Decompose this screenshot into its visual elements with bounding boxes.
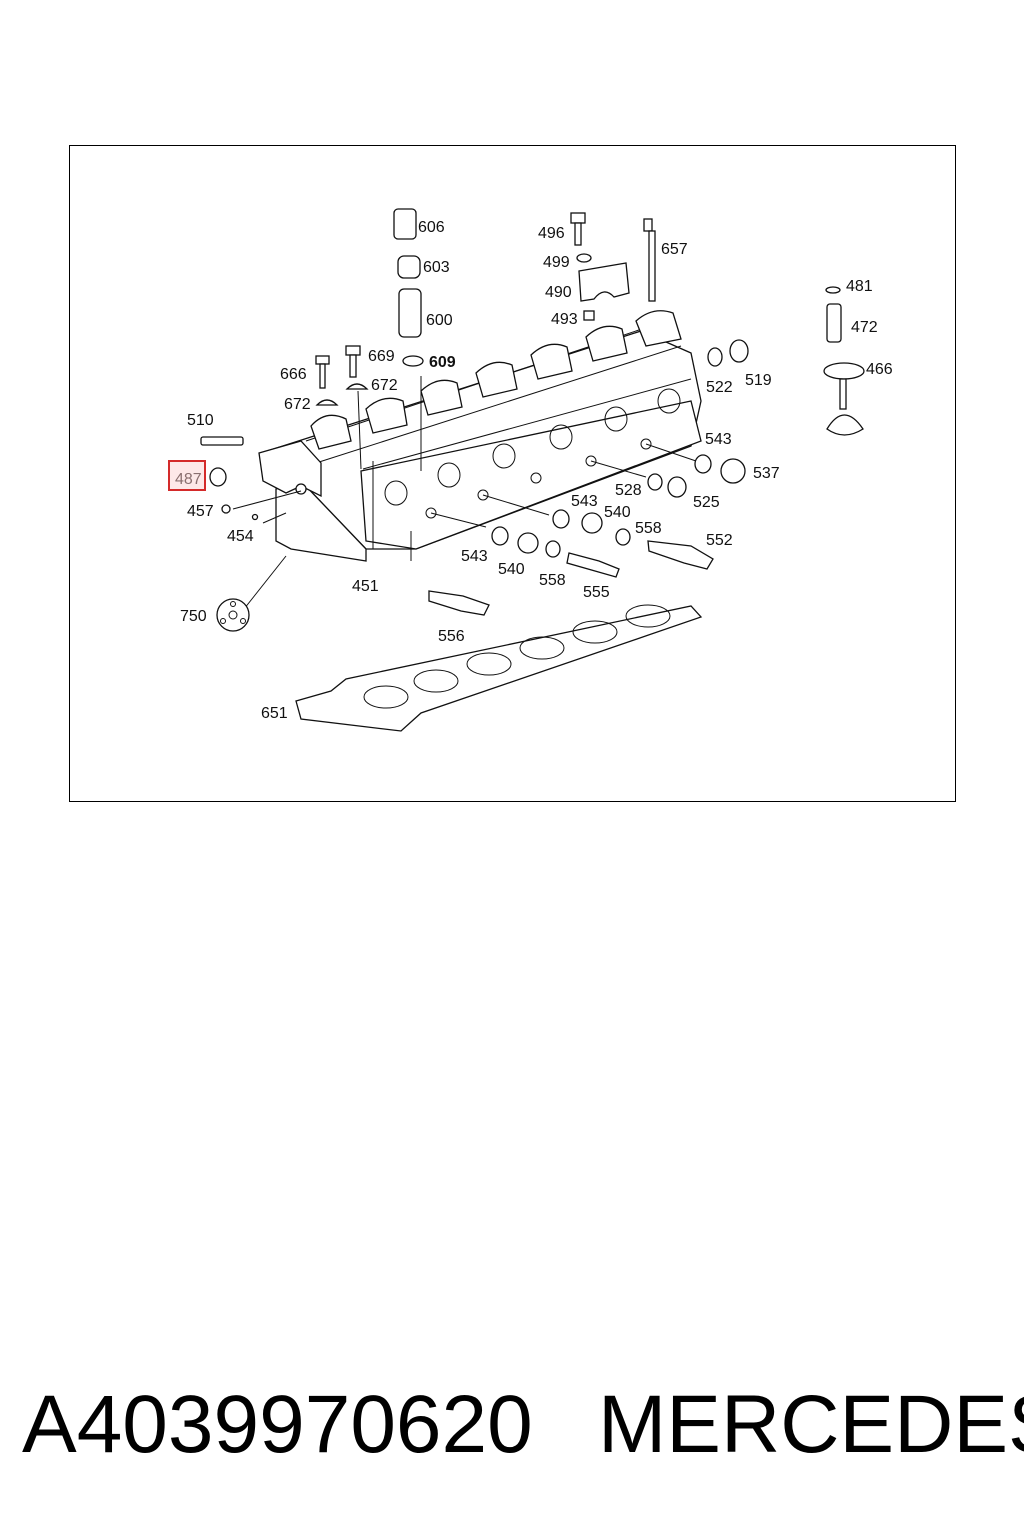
long-bolt-657: [643, 218, 656, 302]
label-540-b: 540: [498, 561, 525, 578]
label-522: 522: [706, 379, 733, 396]
label-540-a: 540: [604, 504, 631, 521]
label-510: 510: [187, 412, 214, 429]
label-525: 525: [693, 494, 720, 511]
label-672-b: 672: [284, 396, 311, 413]
label-451: 451: [352, 578, 379, 595]
label-493: 493: [551, 311, 578, 328]
label-490: 490: [545, 284, 572, 301]
label-651: 651: [261, 705, 288, 722]
valve-assembly: [823, 286, 865, 436]
label-555: 555: [583, 584, 610, 601]
part-number: A4039970620: [22, 1379, 533, 1470]
exploded-parts-diagram: 606 603 600 609 669 666 672 672 496 499 …: [168, 208, 893, 732]
label-558-a: 558: [635, 520, 662, 537]
label-558-b: 558: [539, 572, 566, 589]
stud-510: [200, 436, 244, 446]
label-537: 537: [753, 465, 780, 482]
label-750: 750: [180, 608, 207, 625]
head-gasket-651: [295, 604, 703, 732]
leader-lines: [232, 376, 697, 610]
injector-stack: [393, 208, 424, 367]
label-499: 499: [543, 254, 570, 271]
label-669: 669: [368, 348, 395, 365]
label-466: 466: [866, 361, 893, 378]
label-543-c: 543: [461, 548, 488, 565]
plug-522-519: [707, 339, 749, 367]
label-543-b: 543: [571, 493, 598, 510]
label-556: 556: [438, 628, 465, 645]
label-657: 657: [661, 241, 688, 258]
bearing-cap-parts: [570, 212, 630, 321]
label-472: 472: [851, 319, 878, 336]
caption: A4039970620 MERCEDES: [0, 1370, 1024, 1480]
label-481: 481: [846, 278, 873, 295]
label-543-a: 543: [705, 431, 732, 448]
cylinder-head: [258, 310, 702, 562]
label-454: 454: [227, 528, 254, 545]
label-528: 528: [615, 482, 642, 499]
brand-name: MERCEDES: [598, 1379, 1024, 1470]
highlight-box: [168, 460, 206, 491]
label-666: 666: [280, 366, 307, 383]
bolts-top-left: [315, 345, 369, 406]
label-603: 603: [423, 259, 450, 276]
sensors-right: [428, 454, 746, 616]
label-606: 606: [418, 219, 445, 236]
label-600: 600: [426, 312, 453, 329]
label-519: 519: [745, 372, 772, 389]
label-609: 609: [429, 354, 456, 371]
sprocket-750: [216, 598, 250, 632]
label-552: 552: [706, 532, 733, 549]
label-672-a: 672: [371, 377, 398, 394]
label-487: 487: [175, 471, 202, 488]
label-496: 496: [538, 225, 565, 242]
diagram-frame: 606 603 600 609 669 666 672 672 496 499 …: [69, 145, 956, 802]
label-457: 457: [187, 503, 214, 520]
part-labels: 606 603 600 609 669 666 672 672 496 499 …: [175, 219, 893, 722]
small-parts-left: [209, 467, 259, 521]
